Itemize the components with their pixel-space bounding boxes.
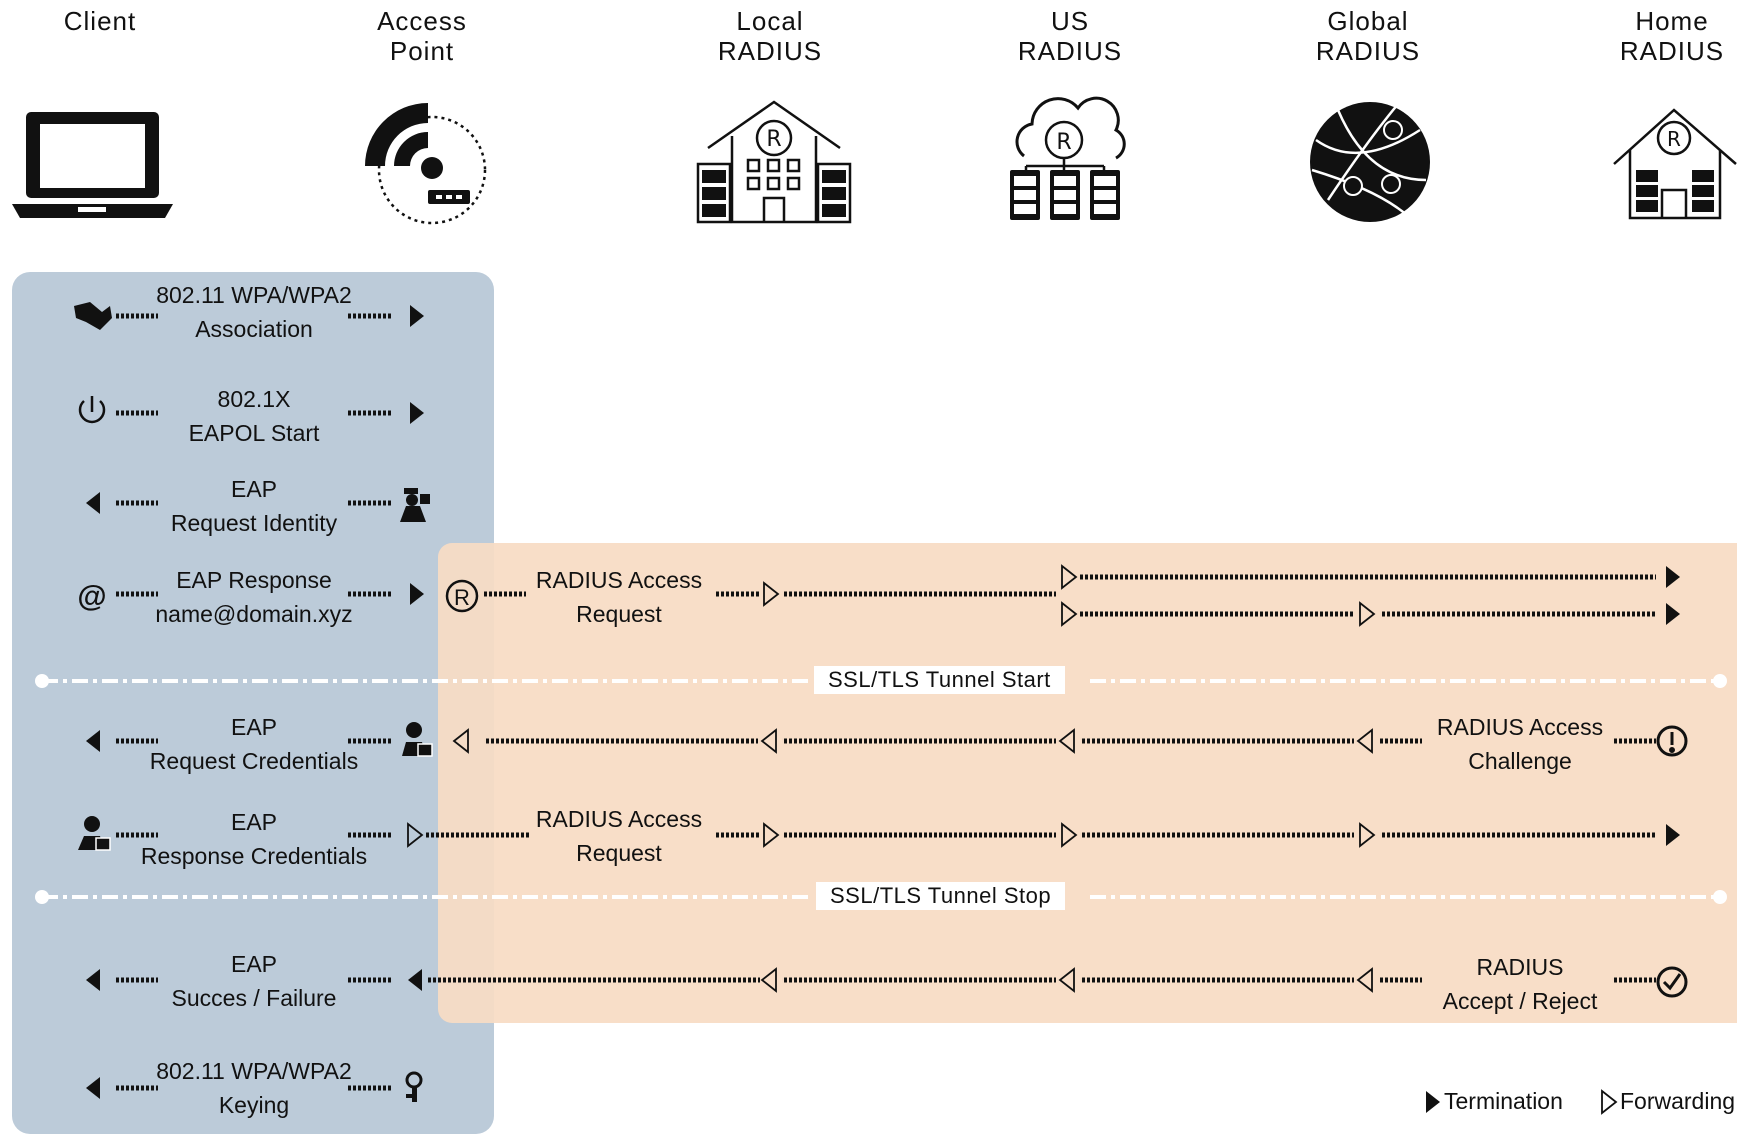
svg-text:R: R	[1667, 127, 1681, 151]
tunnel-start-label: SSL/TLS Tunnel Start	[814, 666, 1065, 694]
header-client: Client	[63, 6, 137, 36]
keys-icon	[405, 1071, 423, 1102]
wireless-access-point-icon	[365, 103, 487, 225]
local-radius-building-icon: R	[696, 100, 852, 224]
tunnel-stop-label: SSL/TLS Tunnel Stop	[816, 882, 1066, 910]
check-circle-icon	[1656, 966, 1688, 998]
legend-forwarding-arrow	[1601, 1090, 1617, 1114]
user-card-icon-client	[78, 816, 111, 851]
radius-r-icon: R	[445, 579, 479, 613]
at-sign-icon: @	[77, 580, 106, 613]
svg-text:R: R	[766, 127, 781, 152]
legend-forwarding: Forwarding	[1620, 1088, 1736, 1114]
laptop-icon	[12, 112, 173, 218]
home-radius-house-icon: R	[1613, 108, 1737, 220]
legend-termination: Termination	[1444, 1088, 1563, 1114]
exclamation-circle-icon	[1656, 725, 1688, 757]
officer-icon	[400, 488, 430, 522]
cloud-radius-servers-icon: R	[1010, 96, 1126, 220]
handshake-icon	[74, 302, 112, 330]
user-card-icon-ap	[402, 722, 433, 757]
svg-text:R: R	[1056, 130, 1071, 155]
power-icon	[78, 396, 106, 424]
legend-termination-arrow	[1426, 1091, 1440, 1113]
globe-network-icon	[1310, 102, 1430, 222]
radius-exchange-panel	[438, 543, 1737, 1023]
svg-text:R: R	[454, 585, 470, 610]
